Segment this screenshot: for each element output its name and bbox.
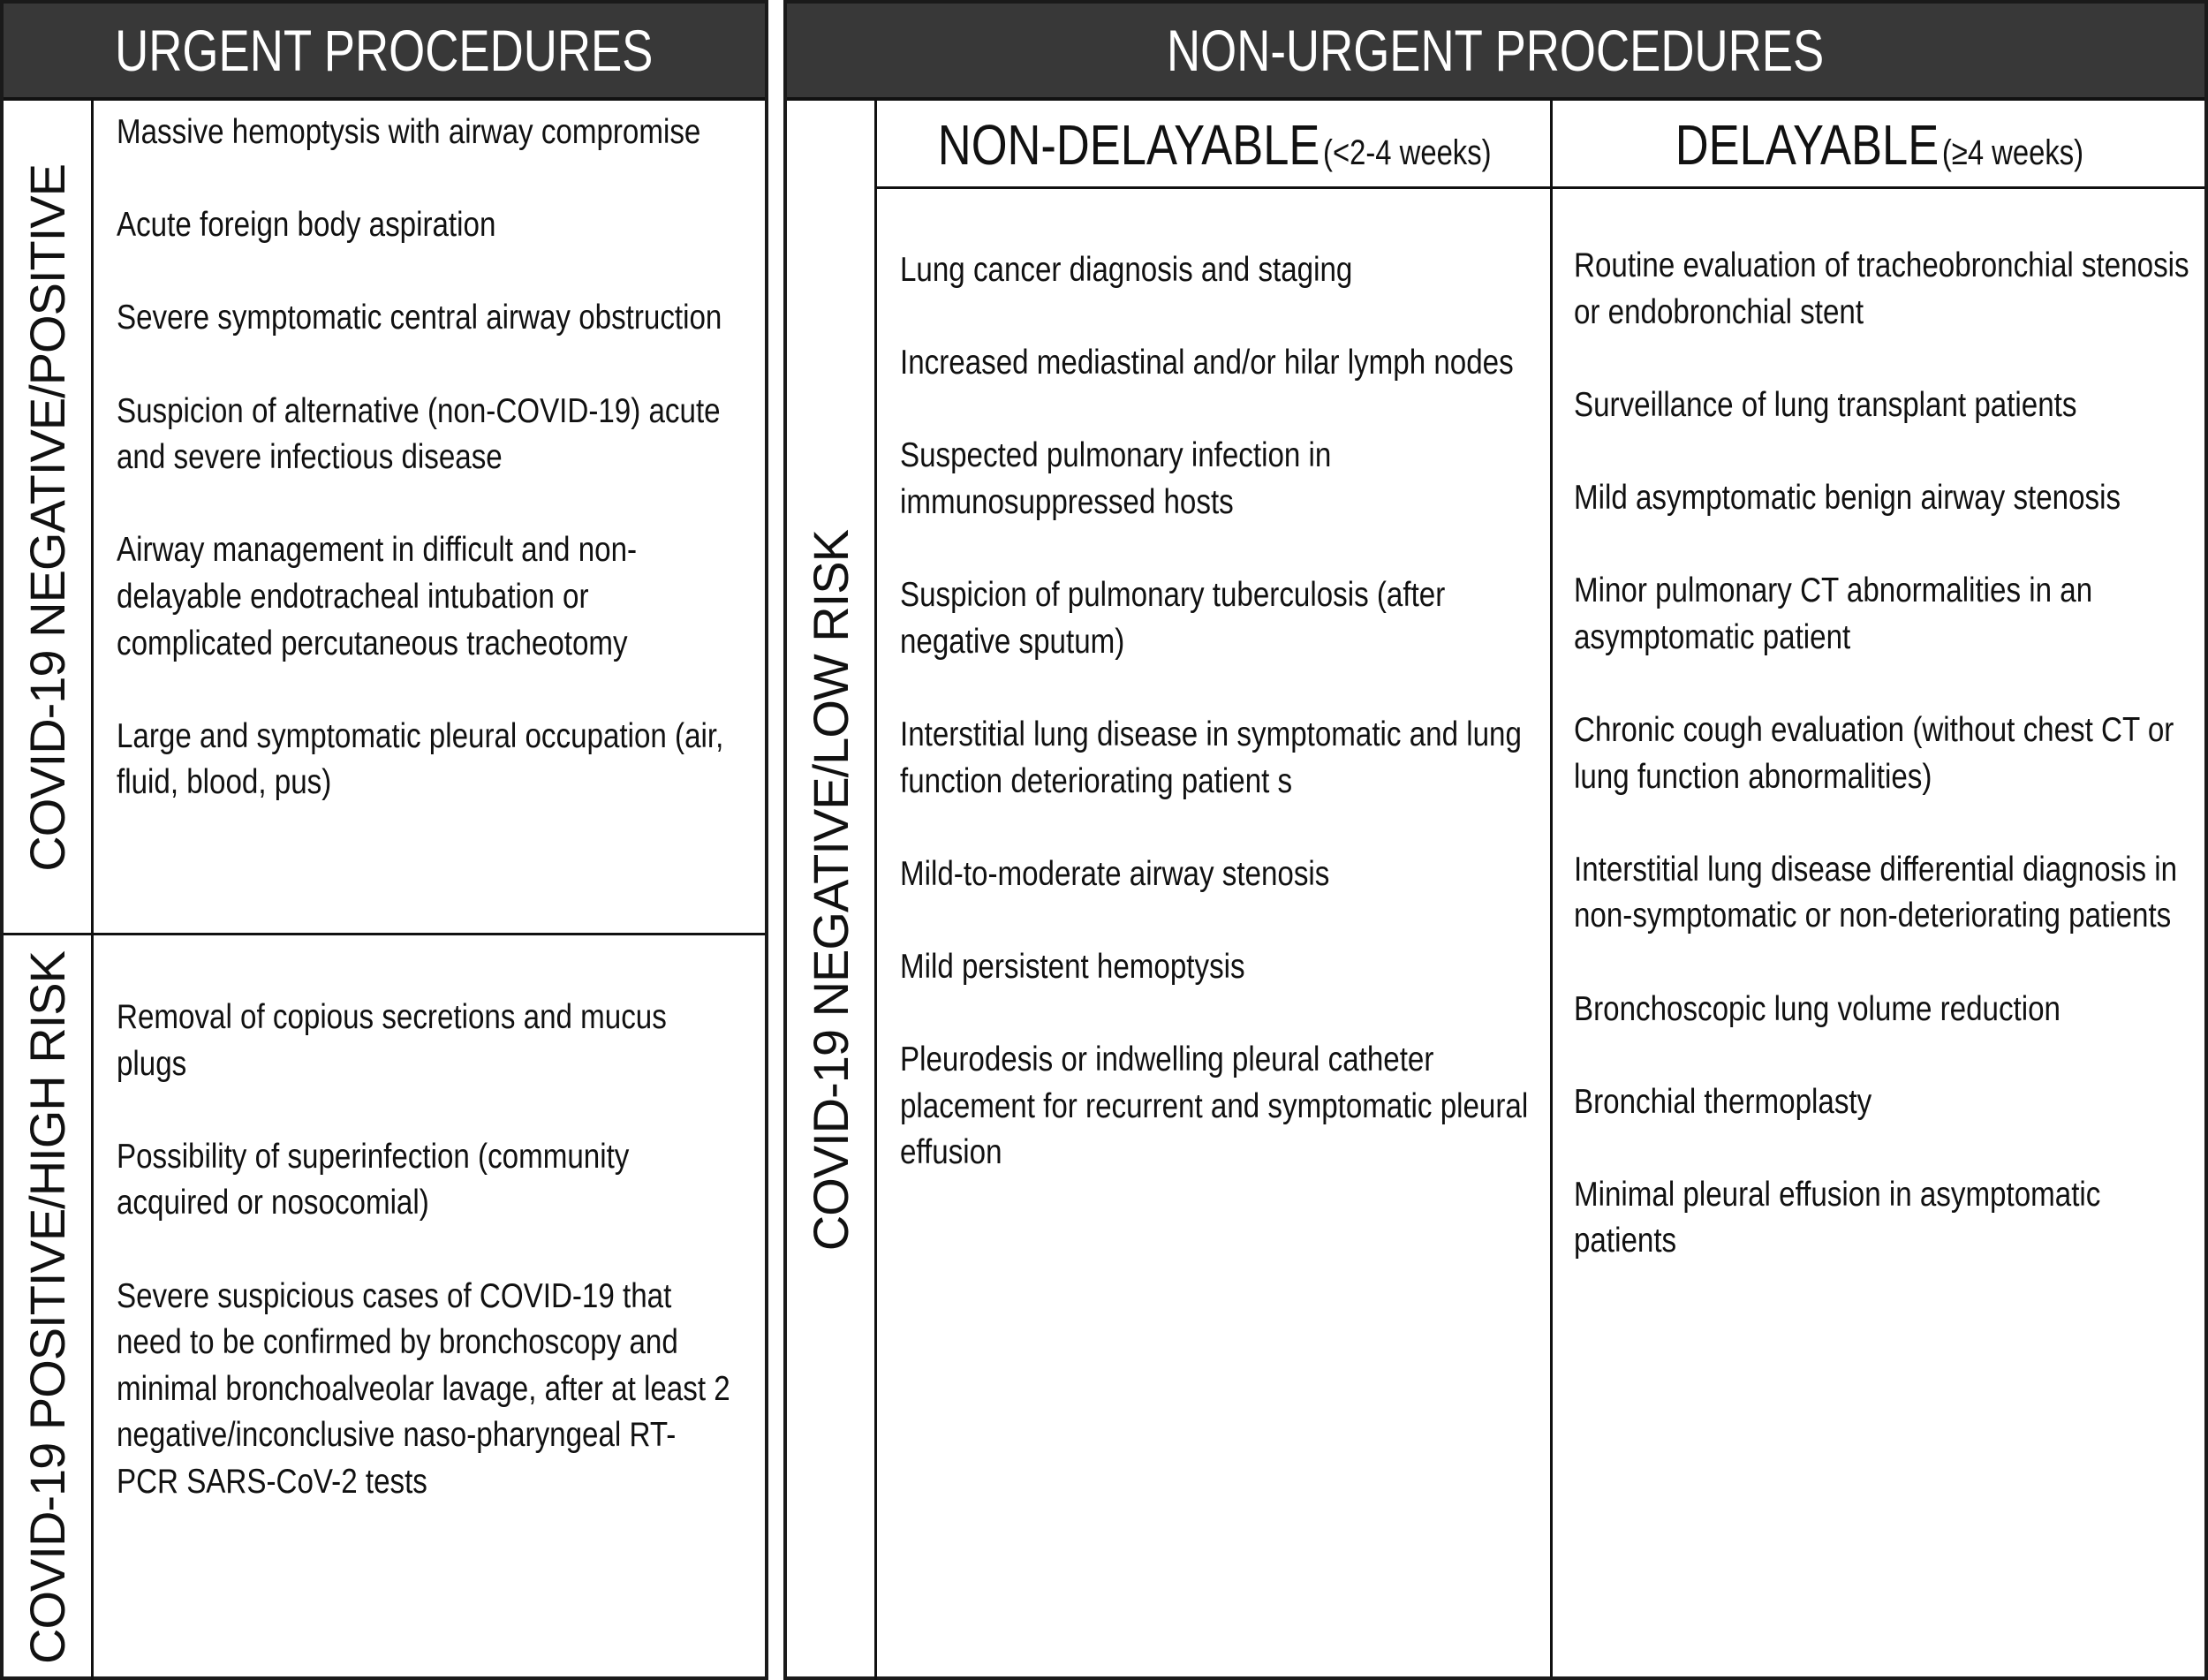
procedure-item: Minor pulmonary CT abnormalities in an a… bbox=[1574, 571, 2093, 656]
procedure-item: Massive hemoptysis with airway compromis… bbox=[117, 113, 701, 151]
procedure-item: Minimal pleural effusion in asymptomatic… bbox=[1574, 1175, 2101, 1260]
procedure-item: Severe suspicious cases of COVID-19 that… bbox=[117, 1276, 730, 1501]
procedure-item: Surveillance of lung transplant patients bbox=[1574, 385, 2077, 424]
urgent-header-text: URGENT PROCEDURES bbox=[115, 18, 654, 83]
procedure-item: Pleurodesis or indwelling pleural cathet… bbox=[900, 1041, 1529, 1172]
non-urgent-header: NON-URGENT PROCEDURES bbox=[787, 4, 2204, 101]
group-label-text: COVID-19 NEGATIVE/LOW RISK bbox=[803, 529, 858, 1252]
procedure-item: Interstitial lung disease in symptomatic… bbox=[900, 715, 1522, 800]
group-label-negative-positive: COVID-19 NEGATIVE/POSITIVE bbox=[4, 101, 94, 935]
non-urgent-header-text: NON-URGENT PROCEDURES bbox=[1167, 18, 1825, 83]
group-label-negative-low-risk: COVID-19 NEGATIVE/LOW RISK bbox=[787, 101, 877, 1680]
column-header-non-delayable: NON-DELAYABLE (<2-4 weeks) bbox=[877, 101, 1553, 189]
delayable-list: Routine evaluation of tracheobronchial s… bbox=[1574, 243, 2201, 1312]
procedure-item: Suspicion of alternative (non-COVID-19) … bbox=[117, 391, 721, 477]
procedure-item: Large and symptomatic pleural occupation… bbox=[117, 716, 724, 802]
column-qualifier: (≥4 weeks) bbox=[1941, 133, 2084, 172]
procedure-item: Possibility of superinfection (community… bbox=[117, 1137, 630, 1222]
column-title: NON-DELAYABLE bbox=[938, 113, 1320, 177]
procedure-item: Increased mediastinal and/or hilar lymph… bbox=[900, 344, 1514, 382]
procedure-item: Mild asymptomatic benign airway stenosis bbox=[1574, 478, 2121, 517]
procedure-item: Bronchial thermoplasty bbox=[1574, 1082, 1872, 1121]
group-label-positive-high-risk: COVID-19 POSITIVE/HIGH RISK bbox=[4, 935, 94, 1680]
procedure-item: Mild persistent hemoptysis bbox=[900, 947, 1245, 986]
column-title: DELAYABLE bbox=[1675, 113, 1940, 177]
procedure-item: Removal of copious secretions and mucus … bbox=[117, 998, 667, 1083]
group-label-text: COVID-19 NEGATIVE/POSITIVE bbox=[19, 163, 75, 872]
procedure-item: Bronchoscopic lung volume reduction bbox=[1574, 989, 2061, 1028]
divider bbox=[4, 933, 765, 935]
urgent-group-2-list: Removal of copious secretions and mucus … bbox=[117, 995, 735, 1552]
procedure-item: Severe symptomatic central airway obstru… bbox=[117, 299, 722, 337]
urgent-procedures-panel: URGENT PROCEDURES COVID-19 NEGATIVE/POSI… bbox=[0, 0, 768, 1680]
group-label-text: COVID-19 POSITIVE/HIGH RISK bbox=[19, 951, 75, 1664]
procedure-item: Chronic cough evaluation (without chest … bbox=[1574, 710, 2174, 796]
urgent-group-1-list: Massive hemoptysis with airway compromis… bbox=[117, 110, 735, 853]
column-qualifier: (<2-4 weeks) bbox=[1323, 133, 1492, 172]
procedure-item: Suspected pulmonary infection in immunos… bbox=[900, 436, 1332, 521]
divider bbox=[877, 186, 2204, 189]
procedure-item: Suspicion of pulmonary tuberculosis (aft… bbox=[900, 576, 1446, 661]
procedure-item: Routine evaluation of tracheobronchial s… bbox=[1574, 246, 2189, 331]
procedure-item: Acute foreign body aspiration bbox=[117, 206, 496, 245]
column-header-delayable: DELAYABLE (≥4 weeks) bbox=[1553, 101, 2206, 189]
procedure-item: Interstitial lung disease differential d… bbox=[1574, 850, 2178, 935]
procedure-item: Mild-to-moderate airway stenosis bbox=[900, 854, 1330, 893]
procedure-item: Lung cancer diagnosis and staging bbox=[900, 251, 1353, 289]
procedure-item: Airway management in difficult and non-d… bbox=[117, 531, 638, 662]
urgent-header: URGENT PROCEDURES bbox=[4, 4, 765, 101]
non-urgent-procedures-panel: NON-URGENT PROCEDURES COVID-19 NEGATIVE/… bbox=[783, 0, 2208, 1680]
column-divider bbox=[1550, 97, 1553, 1676]
